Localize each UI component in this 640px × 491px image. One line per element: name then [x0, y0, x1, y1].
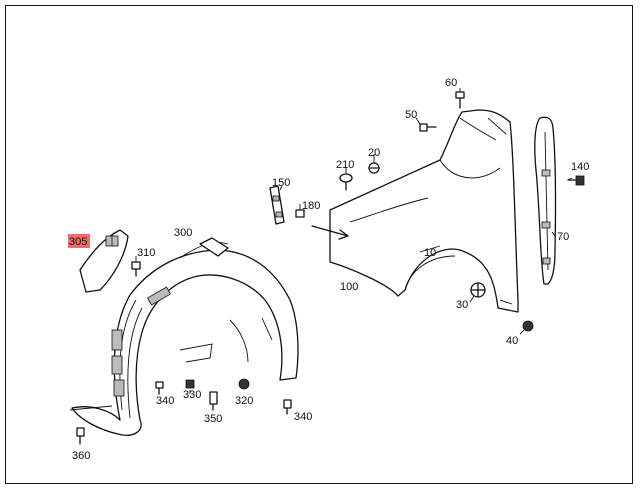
leader-lines [135, 88, 573, 394]
clip-210-icon[interactable] [339, 173, 353, 191]
screw-330-icon[interactable] [185, 379, 195, 389]
callout-300[interactable]: 300 [174, 227, 192, 239]
callout-305[interactable]: 305 [69, 236, 87, 248]
callout-70[interactable]: 70 [557, 231, 569, 243]
screw-50-icon[interactable] [419, 123, 437, 132]
callout-30[interactable]: 30 [456, 299, 468, 311]
diagram-frame [5, 5, 633, 484]
clip-30-icon[interactable] [470, 282, 486, 298]
highlight-305 [68, 234, 90, 248]
callout-10[interactable]: 10 [424, 247, 436, 259]
side-panel-part[interactable] [79, 229, 129, 293]
callout-60[interactable]: 60 [445, 77, 457, 89]
callout-320[interactable]: 320 [235, 395, 253, 407]
screw-340a-icon[interactable] [155, 381, 164, 395]
callout-40[interactable]: 40 [506, 335, 518, 347]
callout-50[interactable]: 50 [405, 109, 417, 121]
callout-140[interactable]: 140 [571, 161, 589, 173]
bracket-part[interactable] [269, 185, 285, 225]
assembly-arrow [311, 225, 349, 240]
screw-60-icon[interactable] [455, 91, 465, 109]
callout-210[interactable]: 210 [336, 159, 354, 171]
callout-340-upper[interactable]: 340 [156, 395, 174, 407]
callout-340-lower[interactable]: 340 [294, 411, 312, 423]
callout-350[interactable]: 350 [204, 413, 222, 425]
fender-part[interactable] [329, 109, 519, 313]
callout-20[interactable]: 20 [368, 147, 380, 159]
callout-310[interactable]: 310 [137, 247, 155, 259]
bolt-350-icon[interactable] [209, 391, 218, 411]
nut-40-icon[interactable] [522, 320, 534, 332]
bolt-140-icon[interactable] [567, 175, 585, 186]
callout-330[interactable]: 330 [183, 389, 201, 401]
callout-360[interactable]: 360 [72, 450, 90, 462]
callout-100[interactable]: 100 [340, 281, 358, 293]
fender-strip-part[interactable] [534, 116, 557, 285]
clip-310-icon[interactable] [131, 261, 141, 277]
wheel-arch-liner-part[interactable] [69, 237, 299, 436]
screw-360-icon[interactable] [76, 427, 85, 445]
callout-150[interactable]: 150 [272, 177, 290, 189]
clip-20-icon[interactable] [368, 162, 380, 174]
callout-180[interactable]: 180 [302, 200, 320, 212]
screw-340b-icon[interactable] [283, 399, 292, 415]
nut-320-icon[interactable] [238, 378, 250, 390]
